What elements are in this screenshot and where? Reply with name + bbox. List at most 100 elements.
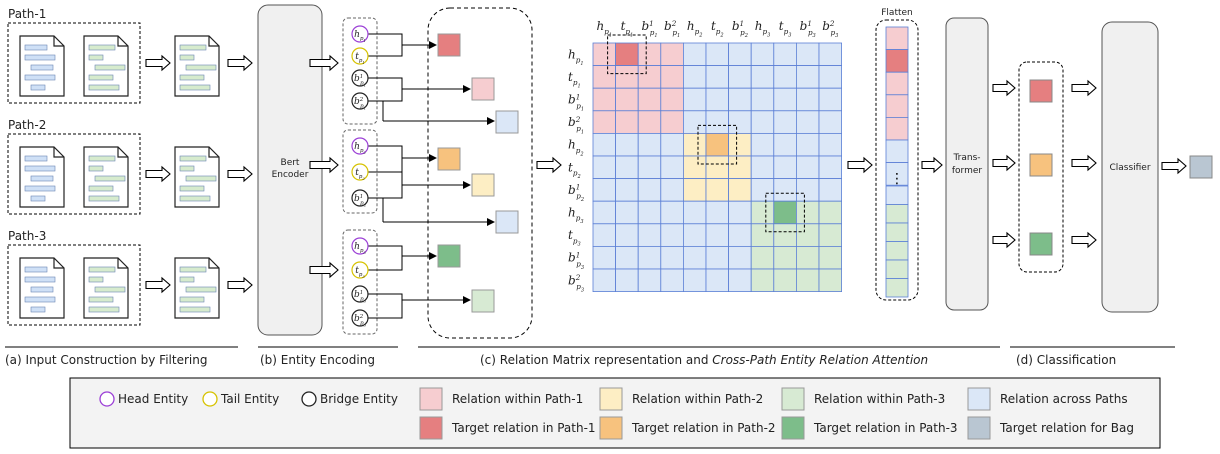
matrix-cell bbox=[750, 245, 775, 270]
path-3-label: Path-3 bbox=[8, 229, 46, 243]
path-2-filtered-doc-line bbox=[179, 155, 207, 162]
matrix-cell bbox=[818, 178, 843, 202]
legend-target-p3-swatch bbox=[781, 416, 805, 440]
hollow-arrow bbox=[227, 54, 253, 72]
matrix-cell bbox=[705, 245, 730, 270]
matrix-cell bbox=[683, 223, 707, 247]
path-3-doc-b-line bbox=[88, 296, 114, 303]
target-highlight-path-1 bbox=[607, 34, 647, 75]
hollow-arrow bbox=[1071, 79, 1097, 97]
path-2-doc-b-line bbox=[94, 175, 126, 182]
matrix-cell bbox=[728, 178, 752, 202]
path-2-doc-a-line bbox=[30, 175, 54, 182]
matrix-cell bbox=[750, 223, 775, 247]
entity-bridge-icon bbox=[351, 189, 369, 207]
matrix-row-label: tp2 bbox=[568, 160, 581, 180]
path-1-doc-b-line bbox=[88, 84, 120, 91]
flatten-cell bbox=[885, 117, 909, 141]
matrix-cell bbox=[615, 155, 639, 180]
matrix-col-label: tp2 bbox=[711, 19, 724, 39]
path-3-filtered-doc-line bbox=[179, 296, 205, 303]
hollow-arrow bbox=[992, 231, 1016, 249]
path-3-doc-a-line bbox=[24, 266, 48, 273]
matrix-cell bbox=[683, 87, 707, 112]
entity-pair-squares bbox=[437, 33, 519, 313]
matrix-cell bbox=[592, 178, 617, 202]
matrix-cell bbox=[683, 42, 707, 67]
path-1-filtered-doc-line bbox=[185, 64, 217, 71]
matrix-cell bbox=[615, 87, 639, 112]
path-3-group: Path-3 bbox=[7, 229, 141, 326]
legend-head-label: Head Entity bbox=[118, 392, 188, 406]
matrix-cell bbox=[705, 65, 730, 89]
path-3-box bbox=[7, 244, 141, 326]
classifier-label: Classifier bbox=[1109, 163, 1150, 173]
matrix-cell bbox=[750, 42, 775, 67]
section-captions: (a) Input Construction by Filtering (b) … bbox=[5, 346, 1175, 367]
legend: Head Entity Tail Entity Bridge Entity Re… bbox=[69, 377, 1161, 449]
path-3-doc-b-line bbox=[94, 286, 126, 293]
entity-pair-connectors bbox=[368, 33, 495, 319]
path-1-doc-a bbox=[19, 35, 65, 97]
path-1-filtered-doc-line bbox=[179, 44, 207, 51]
path-representation-container bbox=[1018, 61, 1064, 273]
hollow-arrow bbox=[227, 276, 253, 294]
matrix-cell bbox=[615, 268, 639, 293]
matrix-cell bbox=[728, 65, 752, 89]
matrix-cell bbox=[637, 268, 662, 293]
matrix-cell bbox=[750, 178, 775, 202]
flatten-cell bbox=[885, 185, 909, 205]
path-2-doc-a-line bbox=[24, 155, 48, 162]
transformer-box bbox=[945, 17, 989, 311]
matrix-cell bbox=[637, 223, 662, 247]
matrix-cell bbox=[683, 178, 707, 202]
path-1-representation bbox=[1029, 79, 1053, 103]
path-1-filtered-doc-line bbox=[179, 54, 195, 61]
path-2-group: Path-2 bbox=[7, 118, 141, 215]
path-2-filtered-doc-line bbox=[179, 165, 195, 172]
matrix-cell bbox=[592, 87, 617, 112]
pair-target-path-3 bbox=[437, 244, 461, 268]
matrix-col-label: hp3 bbox=[755, 19, 771, 39]
matrix-cell bbox=[773, 42, 797, 67]
entity-pair-bracket bbox=[368, 245, 403, 271]
hollow-arrow bbox=[992, 79, 1016, 97]
hollow-arrow bbox=[1161, 157, 1187, 175]
entity-label: hp3 bbox=[354, 242, 366, 255]
path-3-doc-a-fold bbox=[53, 258, 64, 269]
path-1-filtered-doc-line bbox=[179, 84, 211, 91]
hollow-arrow bbox=[145, 276, 171, 294]
matrix-cell bbox=[818, 42, 843, 67]
path-2-label: Path-2 bbox=[8, 118, 46, 132]
matrix-cell bbox=[818, 155, 843, 180]
caption-a: (a) Input Construction by Filtering bbox=[5, 353, 207, 367]
input-construction-section: Path-1 Path-2 Path-3 bbox=[7, 7, 220, 326]
path-1-group: Path-1 bbox=[7, 7, 141, 104]
entity-label: tp3 bbox=[355, 266, 365, 279]
path-1-doc-b-fold bbox=[117, 36, 128, 47]
bert-encoder-block: Bert Encoder bbox=[257, 4, 323, 336]
matrix-cell bbox=[818, 268, 843, 293]
flatten-cell bbox=[885, 26, 909, 51]
matrix-cell bbox=[796, 223, 820, 247]
legend-rel-across-label: Relation across Paths bbox=[1000, 392, 1128, 406]
matrix-cell bbox=[637, 178, 662, 202]
flatten-label: Flatten bbox=[881, 8, 913, 18]
matrix-cell bbox=[818, 132, 843, 157]
caption-c-prefix: (c) Relation Matrix representation and bbox=[480, 353, 712, 367]
matrix-cell bbox=[615, 65, 639, 89]
matrix-cell bbox=[637, 110, 662, 134]
entity-group-path-3 bbox=[342, 229, 378, 335]
matrix-cell bbox=[796, 178, 820, 202]
entity-label: hp1 bbox=[354, 30, 366, 43]
legend-target-p1-swatch bbox=[419, 416, 443, 440]
entity-bridge-icon bbox=[351, 92, 369, 110]
matrix-col-label: hp1 bbox=[597, 19, 613, 39]
matrix-cell bbox=[615, 132, 639, 157]
matrix-cell bbox=[796, 42, 820, 67]
path-2-doc-a-fold bbox=[53, 147, 64, 158]
